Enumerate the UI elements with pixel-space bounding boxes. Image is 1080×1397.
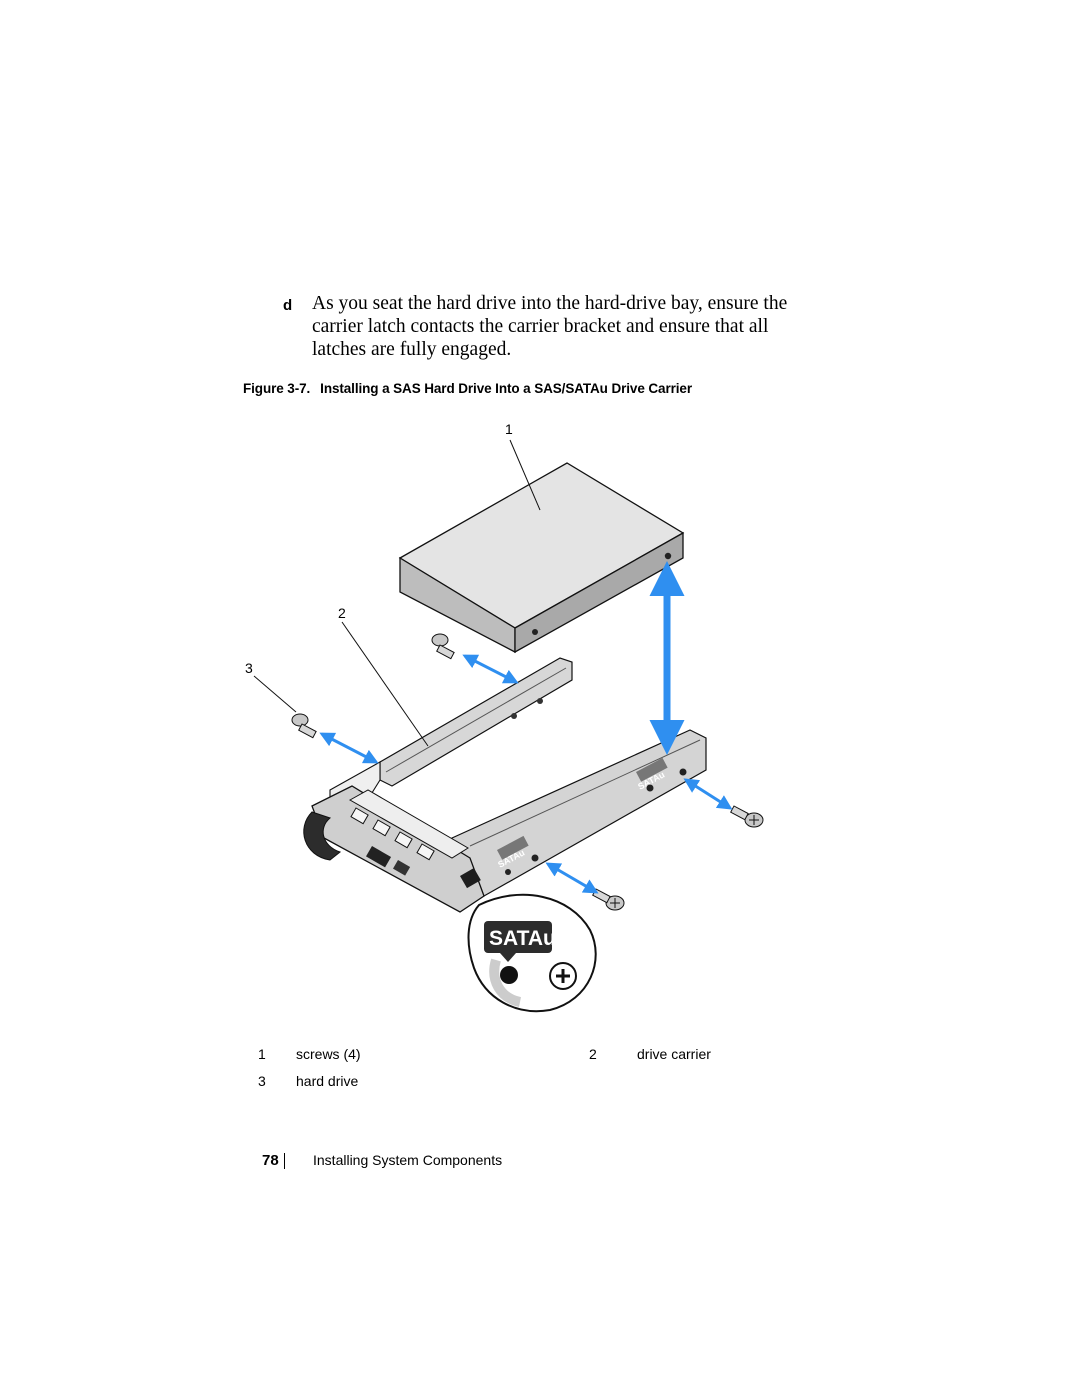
badge-text: SATAu [489, 927, 556, 950]
callout-1: 1 [505, 421, 513, 437]
legend-label: hard drive [296, 1073, 359, 1089]
screw-icon [431, 633, 455, 660]
screw-icon [730, 805, 764, 828]
drive-carrier: SATAu SATAu [303, 657, 707, 913]
screw-icon [592, 888, 625, 911]
callout-3: 3 [245, 660, 253, 676]
hard-drive [398, 462, 685, 654]
callout-2: 2 [338, 605, 346, 621]
instruction-step: d As you seat the hard drive into the ha… [283, 292, 823, 361]
step-marker: d [283, 297, 293, 314]
legend-num: 2 [589, 1046, 597, 1062]
legend-label: drive carrier [637, 1046, 711, 1062]
legend-num: 3 [258, 1073, 266, 1089]
legend-num: 1 [258, 1046, 266, 1062]
figure-number: Figure 3-7. [243, 381, 311, 396]
drive-installation-illustration: SATAu SATAu [245, 421, 764, 1013]
screw-icon [291, 713, 317, 739]
step-text: As you seat the hard drive into the hard… [312, 293, 788, 360]
footer-separator [284, 1153, 285, 1169]
page-number: 78 [262, 1152, 279, 1169]
direction-arrows [319, 561, 733, 894]
legend-label: screws (4) [296, 1046, 361, 1062]
screw-hole-icon [500, 966, 518, 984]
figure-title: Installing a SAS Hard Drive Into a SAS/S… [320, 381, 692, 396]
satau-badge-detail: SATAu [467, 893, 597, 1013]
section-title: Installing System Components [313, 1152, 503, 1168]
figure-caption: Figure 3-7. Installing a SAS Hard Drive I… [243, 381, 692, 396]
